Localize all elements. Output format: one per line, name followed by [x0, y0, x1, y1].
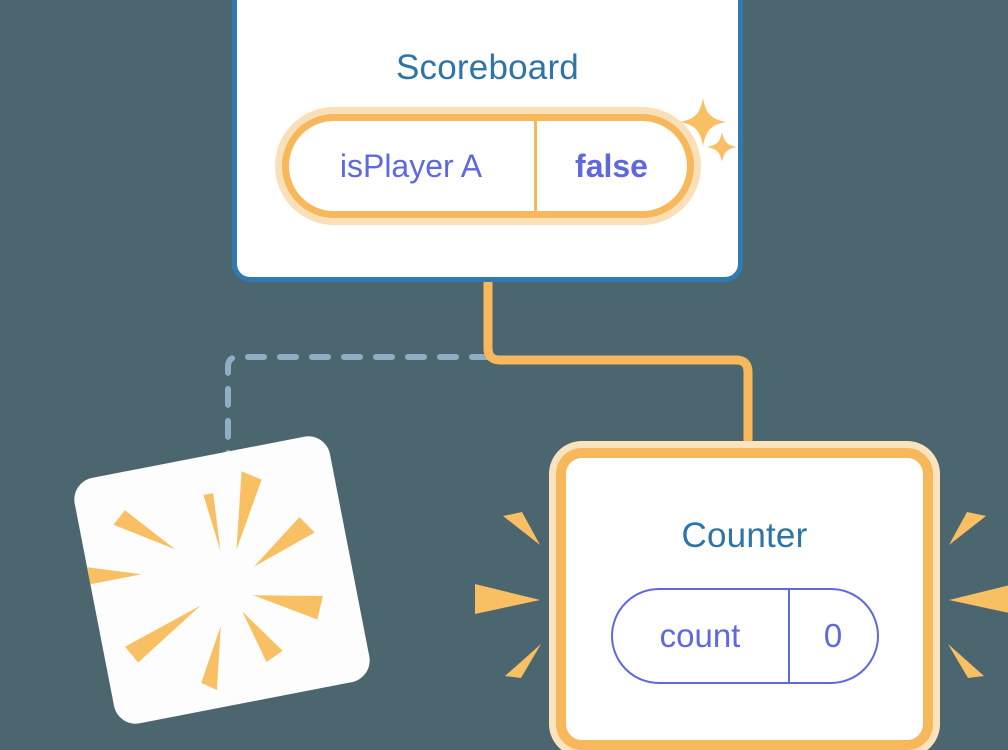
scoreboard-state-pill[interactable]: isPlayer A false: [281, 114, 694, 218]
counter-state-value: 0: [823, 617, 843, 654]
scoreboard-state-key: isPlayer A: [289, 121, 537, 211]
counter-state-key: count: [613, 590, 790, 682]
burst-ray: [242, 611, 283, 663]
burst-ray: [124, 605, 201, 663]
dashed-connector-path: [225, 354, 491, 483]
burst-ray: [949, 512, 986, 545]
burst-ray: [948, 644, 984, 678]
sparkle-small-icon: [707, 132, 737, 162]
burst-ray: [503, 512, 540, 545]
burst-ray: [254, 517, 315, 567]
scoreboard-title: Scoreboard: [396, 48, 579, 87]
scoreboard-pill-wrap: isPlayer A false: [237, 88, 738, 218]
solid-connector-path: [483, 281, 753, 460]
scoreboard-card[interactable]: Scoreboard isPlayer A false: [232, 0, 743, 282]
burst-ray: [236, 471, 262, 550]
counter-pill-wrap: count 0: [566, 556, 923, 684]
counter-title: Counter: [681, 516, 808, 555]
burst-ray: [113, 510, 176, 550]
tilted-card-burst: [78, 471, 323, 690]
sparkle-large-icon: [680, 98, 726, 146]
burst-ray: [78, 566, 142, 586]
burst-ray: [505, 644, 541, 678]
scoreboard-state-value: false: [575, 147, 648, 184]
burst-ray: [949, 585, 1008, 613]
counter-state-pill[interactable]: count 0: [610, 588, 879, 684]
burst-ray: [203, 493, 221, 551]
burst-ray: [201, 626, 221, 690]
burst-ray: [475, 584, 540, 614]
burst-ray: [253, 595, 323, 620]
tilted-blank-card[interactable]: [70, 432, 374, 728]
counter-card[interactable]: Counter count 0: [556, 448, 933, 750]
